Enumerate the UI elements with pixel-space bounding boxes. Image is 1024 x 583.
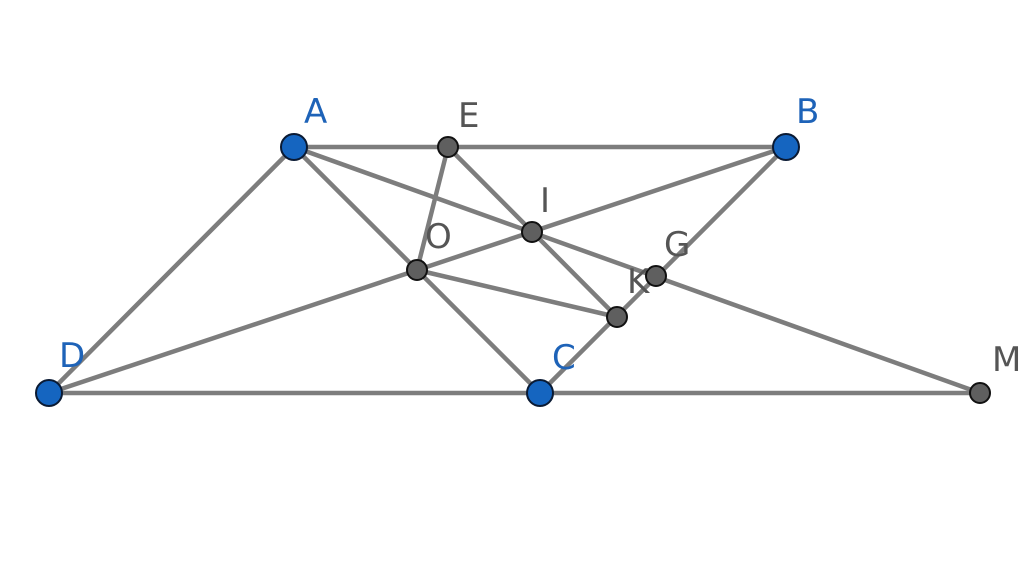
label-o: O xyxy=(425,217,452,257)
point-i[interactable] xyxy=(521,221,543,243)
point-a[interactable] xyxy=(280,133,308,161)
point-m[interactable] xyxy=(969,382,991,404)
segments-layer xyxy=(46,144,983,396)
point-d[interactable] xyxy=(35,379,63,407)
labels-layer: A B C D E I O GK M xyxy=(59,92,1021,380)
point-e[interactable] xyxy=(437,136,459,158)
label-d: D xyxy=(59,336,85,376)
label-i: I xyxy=(540,181,550,221)
point-o[interactable] xyxy=(406,259,428,281)
point-g[interactable] xyxy=(645,265,667,287)
segment-ok xyxy=(414,267,620,320)
point-k[interactable] xyxy=(606,306,628,328)
label-m: M xyxy=(992,340,1021,380)
segment-am xyxy=(291,144,983,396)
label-a: A xyxy=(304,92,327,132)
points-layer xyxy=(35,133,991,407)
point-b[interactable] xyxy=(772,133,800,161)
label-b: B xyxy=(796,92,819,132)
label-k: K xyxy=(627,262,651,302)
segment-ad xyxy=(46,144,297,396)
segment-eo xyxy=(414,144,451,273)
label-c: C xyxy=(552,338,576,378)
label-e: E xyxy=(458,96,479,136)
label-g: G xyxy=(664,225,690,265)
point-c[interactable] xyxy=(526,379,554,407)
